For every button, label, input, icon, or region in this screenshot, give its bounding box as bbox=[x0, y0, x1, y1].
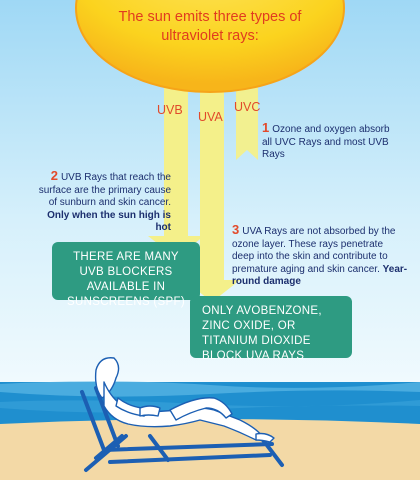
sunbather-leg bbox=[169, 397, 233, 421]
label-uvc: UVC bbox=[234, 100, 261, 114]
diagram-title: The sun emits three types of ultraviolet… bbox=[118, 9, 302, 44]
label-uvb: UVB bbox=[157, 103, 183, 117]
callout-uva-blockers: Only avobenzone, zinc oxide, or titanium… bbox=[190, 296, 352, 362]
note-uva-number: 3 bbox=[232, 222, 240, 237]
sunbather-hair bbox=[94, 357, 120, 399]
sunbather-swimsuit bbox=[139, 405, 161, 417]
note-uvb-text: UVB Rays that reach the surface are the … bbox=[38, 172, 171, 208]
sun bbox=[75, 0, 345, 93]
note-uva-text: UVA Rays are not absorbed by the ozone l… bbox=[232, 226, 396, 275]
uva-ray bbox=[184, 72, 240, 302]
uvc-ray bbox=[236, 78, 258, 160]
note-uvc-text: Ozone and oxygen absorb all UVC Rays and… bbox=[262, 124, 390, 160]
uvb-ray bbox=[148, 70, 204, 258]
note-uva-emphasis: Year-round damage bbox=[232, 263, 408, 288]
sunbather bbox=[94, 357, 275, 443]
note-uvb-number: 2 bbox=[50, 168, 58, 183]
label-uva: UVA bbox=[198, 110, 223, 124]
note-uvb-emphasis: Only when the sun high is hot bbox=[47, 209, 171, 234]
beach-chair bbox=[80, 386, 284, 472]
note-uvc-number: 1 bbox=[262, 120, 270, 135]
callout-uvb-blockers: There are many UVB blockers available in… bbox=[52, 242, 200, 308]
sunbather-foot bbox=[255, 432, 275, 443]
sand bbox=[0, 419, 420, 480]
